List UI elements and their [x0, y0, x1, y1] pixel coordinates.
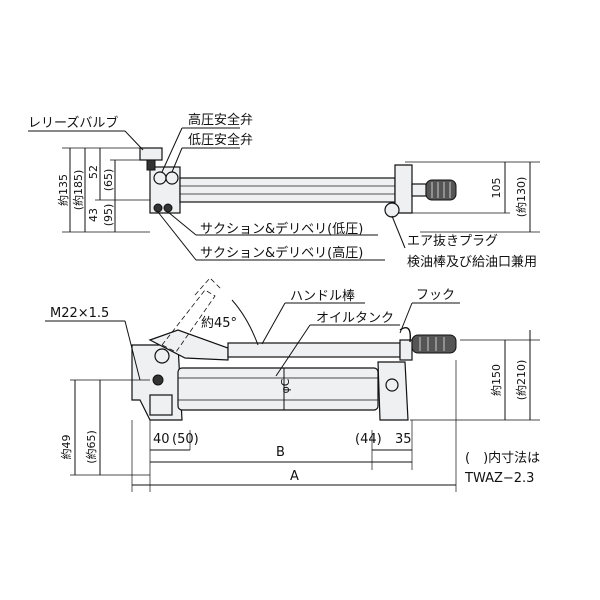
dim-65b: (約65) [84, 430, 98, 464]
side-view: M22×1.5 ハンドル棒 オイルタンク フック 約45° φC 約150 (約… [45, 277, 540, 492]
dim-40: 40 [153, 432, 170, 447]
handle-lever-45 [161, 289, 216, 353]
label-oil-gauge: 検油棒及び給油口兼用 [407, 255, 537, 270]
suction-port-high [163, 203, 173, 213]
release-valve-stem [146, 159, 156, 171]
label-high-pressure-valve: 高圧安全弁 [188, 112, 253, 128]
handle-grip-side [411, 334, 457, 354]
port-m22 [152, 374, 164, 386]
dim-43: 43 [87, 208, 100, 222]
label-air-plug: エア抜きプラグ [407, 233, 498, 249]
high-pressure-valve-top [153, 171, 167, 185]
label-phi-c: φC [279, 378, 292, 393]
label-m22: M22×1.5 [50, 306, 109, 321]
handle-collar-top [411, 183, 427, 197]
pump-base-side [149, 394, 173, 416]
note-line-2: TWAZ−2.3 [464, 471, 534, 486]
dim-185: (約185) [71, 170, 85, 211]
label-oil-tank: オイルタンク [316, 311, 394, 326]
release-valve-knob [139, 147, 163, 161]
oil-tank-top [179, 177, 396, 203]
label-handle-rod: ハンドル棒 [290, 289, 355, 304]
dim-49: 約49 [59, 435, 73, 460]
top-view: レリーズバルブ 高圧安全弁 低圧安全弁 サクション&デリベリ(低圧) サクション… [28, 112, 540, 270]
label-angle: 約45° [201, 316, 237, 331]
dim-b: B [276, 445, 285, 460]
label-low-pressure-valve: 低圧安全弁 [188, 132, 253, 148]
dim-135: 約135 [56, 174, 70, 206]
handle-grip-top [425, 179, 457, 201]
dim-a: A [290, 469, 299, 484]
dim-44: (44) [355, 432, 382, 447]
oil-tank-side [177, 367, 379, 411]
dim-105: 105 [490, 178, 503, 199]
handle-collar-side [399, 339, 413, 361]
handle-rod-side [227, 342, 401, 358]
air-plug-top [384, 202, 400, 218]
dim-65: (65) [102, 169, 115, 192]
dim-52: 52 [87, 165, 100, 179]
suction-port-low [153, 203, 163, 213]
dim-35: 35 [395, 432, 412, 447]
label-suction-high: サクション&デリベリ(高圧) [200, 245, 363, 261]
label-hook: フック [416, 288, 455, 303]
dim-210: (約210) [514, 360, 528, 401]
label-suction-low: サクション&デリベリ(低圧) [200, 221, 363, 237]
dim-150: 約150 [489, 364, 503, 396]
label-release-valve: レリーズバルブ [28, 115, 118, 131]
dim-95: (95) [102, 204, 115, 227]
note-line-1: ( )内寸法は [465, 450, 540, 466]
air-plug-side [385, 378, 399, 392]
handle-pivot [154, 348, 170, 364]
low-pressure-valve-top [165, 171, 179, 185]
dim-50: (50) [172, 432, 199, 447]
dim-130: (約130) [514, 177, 528, 218]
